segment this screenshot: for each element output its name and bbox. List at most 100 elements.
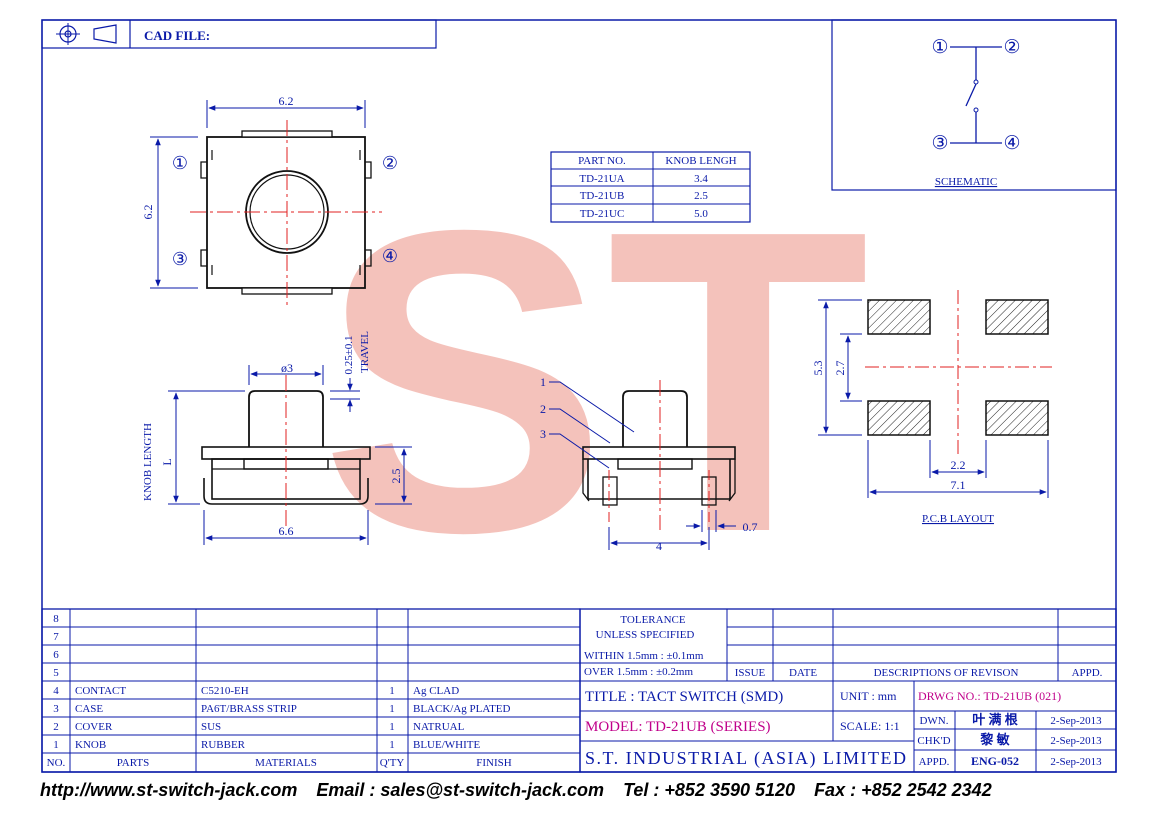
bom-row-number: 2 [53, 721, 59, 733]
side-dim-l: L [160, 458, 174, 465]
knob-length-table: PART NO. KNOB LENGH TD-21UA 3.4 TD-21UB … [550, 151, 751, 223]
bom-row-number: 8 [53, 613, 59, 625]
title-text: TITLE : TACT SWITCH (SMD) [585, 689, 783, 705]
tolerance-sub: UNLESS SPECIFIED [596, 629, 695, 641]
top-dim-width: 6.2 [279, 94, 294, 108]
bom-part: KNOB [75, 739, 106, 751]
signoff-name: 黎 敏 [980, 732, 1010, 747]
top-pin-4: ④ [382, 246, 398, 266]
signoff-role: DWN. [919, 715, 948, 727]
bom-finish: Ag CLAD [413, 685, 459, 697]
signoff-role: APPD. [919, 756, 950, 768]
bom-header-parts: PARTS [117, 757, 150, 769]
side-travel-label: TRAVEL [359, 331, 371, 373]
bom-header-no: NO. [47, 757, 66, 769]
pcb-dim-7-1: 7.1 [951, 478, 966, 492]
signoff-date: 2-Sep-2013 [1050, 715, 1102, 727]
signoff-role: CHK'D [917, 735, 950, 747]
footer-tel: Tel : +852 3590 5120 [623, 780, 796, 800]
side-dim-knob-dia: ø3 [281, 361, 293, 375]
callout-2: 2 [540, 402, 546, 416]
tolerance-within: WITHIN 1.5mm : ±0.1mm [584, 650, 704, 662]
descriptions-header: DESCRIPTIONS OF REVISON [874, 667, 1019, 679]
drawing-number: DRWG NO.: TD-21UB (021) [918, 689, 1061, 703]
top-view: 6.2 6.2 ① ② ③ ④ [141, 94, 398, 305]
bom-material: PA6T/BRASS STRIP [201, 703, 297, 715]
bom-qty: 1 [389, 739, 395, 751]
side-view: ø3 0.25±0.1 TRAVEL L KNOB LENGTH 2.5 6.6 [142, 331, 412, 545]
side-knob-length-label: KNOB LENGTH [142, 423, 154, 501]
bom-material: C5210-EH [201, 685, 249, 697]
signoff-name: 叶 满 根 [972, 712, 1019, 727]
pcb-dim-2-2: 2.2 [951, 458, 966, 472]
scale-text: SCALE: 1:1 [840, 719, 900, 733]
bom-qty: 1 [389, 703, 395, 715]
knob-table-length: 2.5 [694, 190, 708, 202]
bom-header-qty: Q'TY [380, 757, 405, 769]
schematic: ① ② ③ ④ SCHEMATIC [831, 19, 1117, 191]
schematic-pin-4: ④ [1003, 133, 1020, 154]
cad-file-header: CAD FILE: [41, 19, 437, 49]
knob-table-length: 3.4 [694, 173, 708, 185]
bom-header-finish: FINISH [476, 757, 512, 769]
section-dim-pin: 0.7 [743, 520, 758, 534]
bom-part: COVER [75, 721, 113, 733]
footer-fax: Fax : +852 2542 2342 [814, 780, 992, 800]
bom-row-number: 5 [53, 667, 59, 679]
knob-table-length: 5.0 [694, 208, 708, 220]
top-dim-height: 6.2 [141, 205, 155, 220]
signoff-date: 2-Sep-2013 [1050, 735, 1102, 747]
footer-contact: http://www.st-switch-jack.com Email : sa… [40, 780, 1130, 812]
bom-header-materials: MATERIALS [255, 757, 317, 769]
knob-table-part: TD-21UA [579, 173, 624, 185]
company-name: S.T. INDUSTRIAL (ASIA) LIMITED [585, 748, 907, 769]
footer-email[interactable]: Email : sales@st-switch-jack.com [316, 780, 605, 800]
bom-qty: 1 [389, 721, 395, 733]
signoff-date: 2-Sep-2013 [1050, 756, 1102, 768]
bom-row-number: 3 [53, 703, 59, 715]
appd-header: APPD. [1072, 667, 1103, 679]
model-text: MODEL: TD-21UB (SERIES) [585, 719, 771, 735]
callout-1: 1 [540, 375, 546, 389]
tolerance-over: OVER 1.5mm : ±0.2mm [584, 666, 693, 678]
pcb-layout: 5.3 2.7 2.2 7.1 P.C.B LAYOUT [811, 290, 1052, 525]
issue-header: ISSUE [735, 667, 766, 679]
projection-cone-icon [93, 24, 117, 44]
side-dim-height: 2.5 [389, 469, 403, 484]
schematic-pin-2: ② [1003, 37, 1020, 58]
date-header: DATE [789, 667, 817, 679]
section-dim-pitch: 4 [656, 539, 662, 553]
pcb-dim-2-7: 2.7 [833, 361, 847, 376]
bom-part: CONTACT [75, 685, 126, 697]
bom-material: RUBBER [201, 739, 246, 751]
unit-text: UNIT : mm [840, 689, 897, 703]
bom-material: SUS [201, 721, 221, 733]
bom-finish: BLACK/Ag PLATED [413, 703, 511, 715]
bom-table: 8 7 6 5 4 CONTACT C5210-EH 1 Ag CLAD 3 C… [41, 608, 581, 773]
callout-3: 3 [540, 427, 546, 441]
side-dim-travel: 0.25±0.1 [343, 335, 355, 374]
schematic-pin-3: ③ [931, 133, 948, 154]
pcb-label: P.C.B LAYOUT [922, 513, 994, 525]
bom-part: CASE [75, 703, 103, 715]
title-block: TOLERANCE UNLESS SPECIFIED WITHIN 1.5mm … [579, 608, 1117, 773]
top-pin-2: ② [382, 153, 398, 173]
tolerance-title: TOLERANCE [620, 614, 685, 626]
top-pin-1: ① [172, 153, 188, 173]
top-pin-3: ③ [172, 249, 188, 269]
bom-row-number: 4 [53, 685, 59, 697]
section-view: 1 2 3 4 0.7 [540, 375, 758, 553]
signoff-name: ENG-052 [971, 754, 1019, 768]
bom-qty: 1 [389, 685, 395, 697]
bom-row-number: 7 [53, 631, 59, 643]
side-dim-width: 6.6 [279, 524, 294, 538]
schematic-label: SCHEMATIC [935, 176, 997, 188]
bom-row-number: 6 [53, 649, 59, 661]
footer-url[interactable]: http://www.st-switch-jack.com [40, 780, 298, 800]
knob-table-header-length: KNOB LENGH [665, 155, 736, 167]
knob-table-part: TD-21UC [580, 208, 625, 220]
schematic-pin-1: ① [931, 37, 948, 58]
bom-finish: BLUE/WHITE [413, 739, 480, 751]
knob-table-header-part: PART NO. [578, 155, 626, 167]
